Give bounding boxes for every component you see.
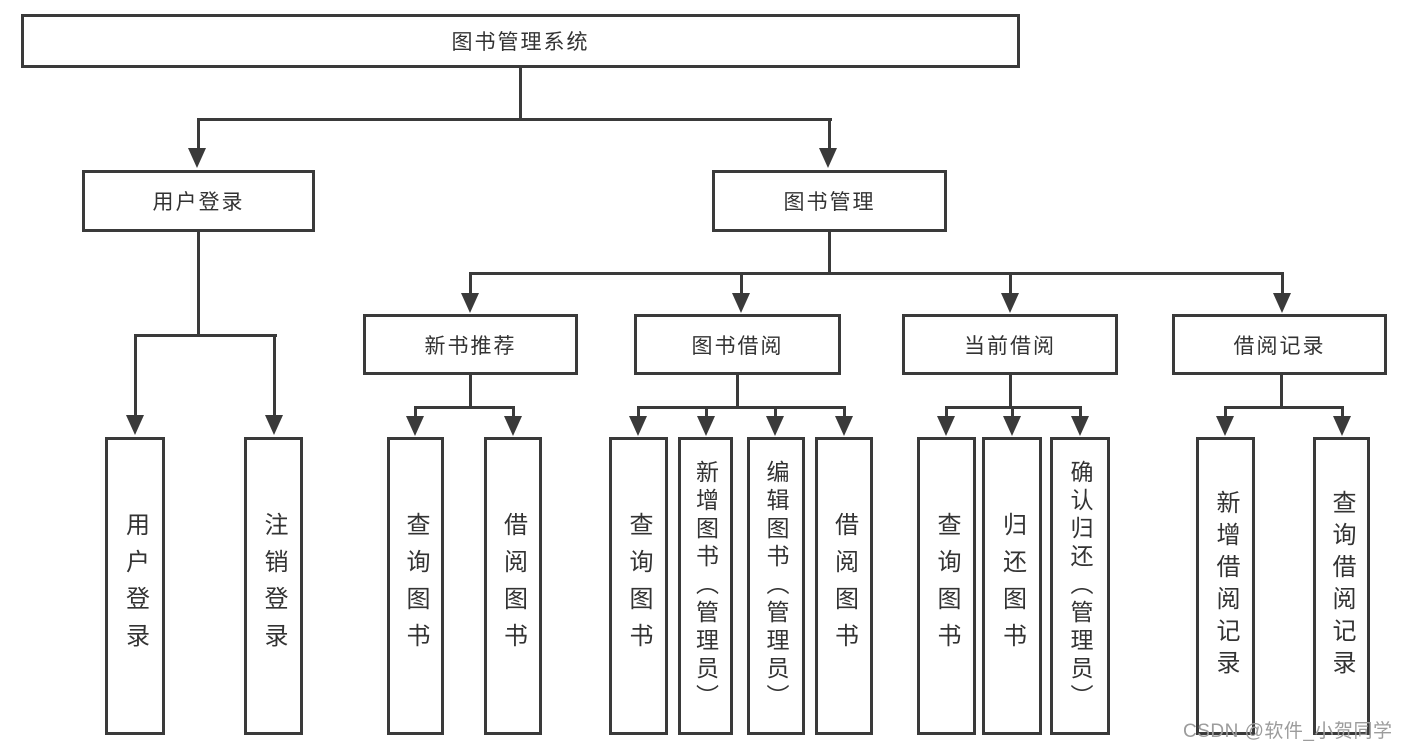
- connector-line: [1224, 406, 1227, 418]
- connector-line: [774, 406, 777, 418]
- connector-line: [414, 406, 515, 409]
- arrow-down-icon: [835, 416, 853, 436]
- arrow-down-icon: [1003, 416, 1021, 436]
- connector-line: [414, 406, 417, 418]
- arrow-down-icon: [461, 293, 479, 313]
- connector-line: [273, 334, 276, 416]
- connector-line: [637, 406, 640, 418]
- arrow-down-icon: [1001, 293, 1019, 313]
- connector-line: [197, 118, 200, 150]
- leaf-add-borrow-record: 新增借阅记录: [1196, 437, 1255, 735]
- connector-line: [1009, 375, 1012, 409]
- connector-line: [1280, 375, 1283, 409]
- connector-line: [519, 68, 522, 120]
- leaf-add-book-admin: 新增图书（管理员）: [678, 437, 733, 735]
- connector-line: [1079, 406, 1082, 418]
- connector-line: [705, 406, 708, 418]
- leaf-query-books-2: 查询图书: [609, 437, 668, 735]
- connector-line: [469, 375, 472, 409]
- arrow-down-icon: [766, 416, 784, 436]
- arrow-down-icon: [406, 416, 424, 436]
- leaf-borrow-books-2: 借阅图书: [815, 437, 873, 735]
- connector-line: [134, 334, 277, 337]
- leaf-query-borrow-record: 查询借阅记录: [1313, 437, 1370, 735]
- leaf-user-login: 用户登录: [105, 437, 165, 735]
- connector-line: [512, 406, 515, 418]
- connector-line: [843, 406, 846, 418]
- node-borrow-records: 借阅记录: [1172, 314, 1387, 375]
- node-book-management: 图书管理: [712, 170, 947, 232]
- arrow-down-icon: [1216, 416, 1234, 436]
- connector-line: [197, 232, 200, 337]
- connector-line: [469, 272, 1284, 275]
- node-root: 图书管理系统: [21, 14, 1020, 68]
- arrow-down-icon: [1333, 416, 1351, 436]
- arrow-down-icon: [504, 416, 522, 436]
- arrow-down-icon: [1071, 416, 1089, 436]
- leaf-borrow-books-1: 借阅图书: [484, 437, 542, 735]
- arrow-down-icon: [697, 416, 715, 436]
- arrow-down-icon: [937, 416, 955, 436]
- leaf-confirm-return-admin: 确认归还（管理员）: [1050, 437, 1110, 735]
- arrow-down-icon: [126, 415, 144, 435]
- connector-line: [1281, 272, 1284, 296]
- node-current-borrow: 当前借阅: [902, 314, 1118, 375]
- node-user-login: 用户登录: [82, 170, 315, 232]
- arrow-down-icon: [188, 148, 206, 168]
- leaf-logout: 注销登录: [244, 437, 303, 735]
- connector-line: [736, 375, 739, 409]
- connector-line: [134, 334, 137, 416]
- watermark: CSDN @软件_小贺同学: [1183, 721, 1393, 742]
- connector-line: [1341, 406, 1344, 418]
- arrow-down-icon: [732, 293, 750, 313]
- node-new-book-recommend: 新书推荐: [363, 314, 578, 375]
- connector-line: [1224, 406, 1343, 409]
- node-book-borrow: 图书借阅: [634, 314, 841, 375]
- connector-line: [469, 272, 472, 296]
- connector-line: [197, 118, 832, 121]
- arrow-down-icon: [819, 148, 837, 168]
- leaf-query-books-1: 查询图书: [387, 437, 444, 735]
- connector-line: [828, 232, 831, 275]
- connector-line: [1011, 406, 1014, 418]
- leaf-edit-book-admin: 编辑图书（管理员）: [747, 437, 805, 735]
- connector-line: [1009, 272, 1012, 296]
- leaf-query-books-3: 查询图书: [917, 437, 976, 735]
- arrow-down-icon: [629, 416, 647, 436]
- arrow-down-icon: [265, 415, 283, 435]
- arrow-down-icon: [1273, 293, 1291, 313]
- leaf-return-books: 归还图书: [982, 437, 1042, 735]
- connector-line: [740, 272, 743, 296]
- connector-line: [637, 406, 846, 409]
- connector-line: [828, 118, 831, 150]
- connector-line: [945, 406, 948, 418]
